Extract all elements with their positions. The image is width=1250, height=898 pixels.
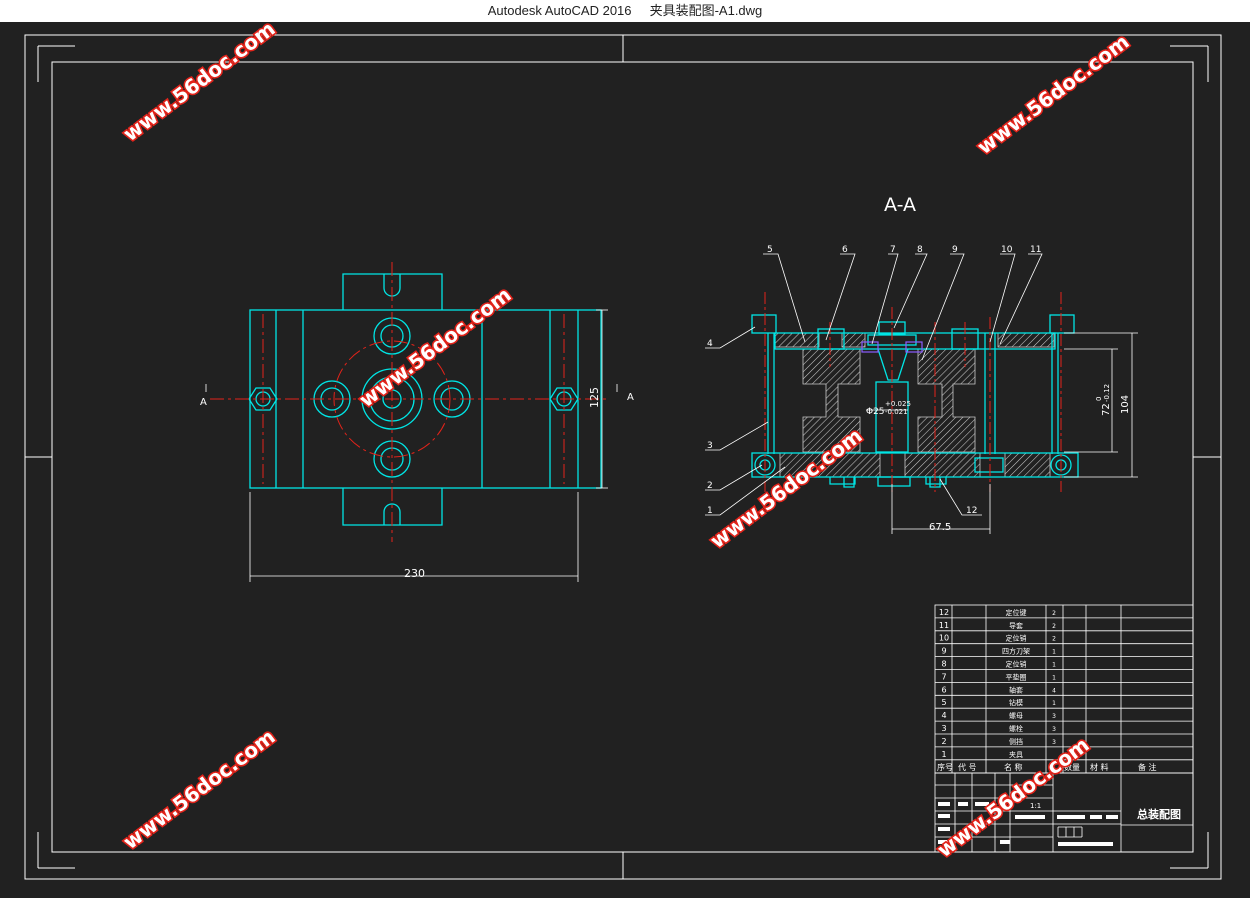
dim-width: 230 [404,567,425,580]
section-title: A-A [884,194,916,216]
watermark-5: www.56doc.com [119,724,280,854]
bom-cell-no: 2 [941,737,946,746]
balloon-5: 5 [767,245,773,255]
bom-cell-no: 3 [941,724,946,733]
watermark-1: www.56doc.com [119,22,280,146]
bom-cell-qty: 1 [1052,700,1056,707]
dim-height: 125 [588,387,601,408]
bom-cell-no: 8 [941,660,946,669]
bom-cell-name: 导套 [1009,621,1023,630]
scale-label: 1:1 [1030,802,1041,810]
dim-inner-tol-lower: -0.12 [1103,384,1111,402]
dim-bore-tol-lower: -0.021 [885,408,908,416]
dim-inner-height: 72 [1101,403,1112,416]
balloon-8: 8 [917,245,923,255]
bom-header: 序号 代 号 名 称 数量 材 料 备 注 [937,762,1157,772]
svg-text:数量: 数量 [1064,762,1080,772]
window-titlebar: Autodesk AutoCAD 2016 夹具装配图-A1.dwg [0,0,1250,22]
bom-cell-qty: 2 [1052,636,1056,643]
balloon-4: 4 [707,339,713,349]
bom-cell-name: 定位销 [1006,660,1027,669]
svg-text:备 注: 备 注 [1138,762,1157,772]
balloon-12: 12 [966,506,977,516]
bom-cell-qty: 3 [1052,739,1056,746]
dim-bore-tol-upper: +0.025 [885,400,911,408]
title-block[interactable]: 1:1 总装配图 [934,772,1194,853]
top-view[interactable]: 230 125 A A [200,262,634,582]
bom-cell-name: 四方刀架 [1002,647,1030,656]
bom-cell-name: 侧挡 [1009,737,1023,746]
bom-cell-name: 平垫圈 [1006,672,1027,681]
bom-cell-qty: 3 [1052,713,1056,720]
drawing-name: 总装配图 [1137,807,1181,821]
balloon-9: 9 [952,245,958,255]
svg-text:序号: 序号 [937,762,953,772]
bom-cell-no: 9 [941,647,946,656]
dim-section-height: 104 [1120,395,1131,414]
svg-text:名 称: 名 称 [1004,762,1023,772]
dim-inner-tol-upper: 0 [1095,397,1103,401]
bom-cell-name: 螺栓 [1009,724,1023,733]
balloon-2: 2 [707,481,713,491]
watermarks: www.56doc.com www.56doc.com www.56doc.co… [117,22,1135,864]
bom-cell-name: 定位销 [1006,634,1027,643]
bom-cell-no: 4 [941,711,946,720]
section-view[interactable]: A-A [705,194,1138,534]
app-title: Autodesk AutoCAD 2016 [487,3,632,18]
bom-cell-no: 12 [939,608,949,617]
balloon-10: 10 [1001,245,1013,255]
svg-text:材 料: 材 料 [1090,762,1109,772]
bom-cell-qty: 2 [1052,623,1056,630]
balloon-6: 6 [842,245,848,255]
watermark-4: www.56doc.com [706,423,867,553]
bom-cell-no: 6 [941,685,946,694]
bom-cell-qty: 4 [1052,687,1056,694]
section-marker-left: A [200,397,207,408]
section-marker-right: A [627,392,634,403]
bom-cell-no: 7 [941,672,946,681]
file-name: 夹具装配图-A1.dwg [649,3,763,18]
bom-cell-no: 10 [939,634,949,643]
bom-cell-name: 轴套 [1009,685,1023,694]
bom-cell-name: 夹具 [1009,750,1023,759]
bom-cell-name: 定位键 [1006,608,1027,617]
balloon-3: 3 [707,441,713,451]
balloon-7: 7 [890,245,896,255]
balloon-11: 11 [1030,245,1041,255]
bom-cell-no: 11 [939,621,949,630]
bom-cell-no: 1 [941,750,946,759]
bom-cell-qty: 3 [1052,726,1056,733]
balloon-1: 1 [707,506,713,516]
dim-offset: 67.5 [929,522,951,533]
window-title: Autodesk AutoCAD 2016 夹具装配图-A1.dwg [0,0,1250,22]
watermark-2: www.56doc.com [973,29,1134,159]
bom-cell-qty: 1 [1052,662,1056,669]
drawing-canvas[interactable]: 230 125 A A A-A [0,22,1250,898]
bom-cell-qty: 1 [1052,674,1056,681]
dim-bore: Φ25 [866,407,885,417]
bom-cell-name: 螺母 [1009,711,1023,720]
drawing-frame [24,34,1222,880]
svg-text:代 号: 代 号 [958,762,977,772]
bom-cell-name: 钻模 [1009,698,1023,707]
bom-cell-qty: 1 [1052,649,1056,656]
bom-cell-qty: 2 [1052,610,1056,617]
bom-cell-no: 5 [941,698,946,707]
